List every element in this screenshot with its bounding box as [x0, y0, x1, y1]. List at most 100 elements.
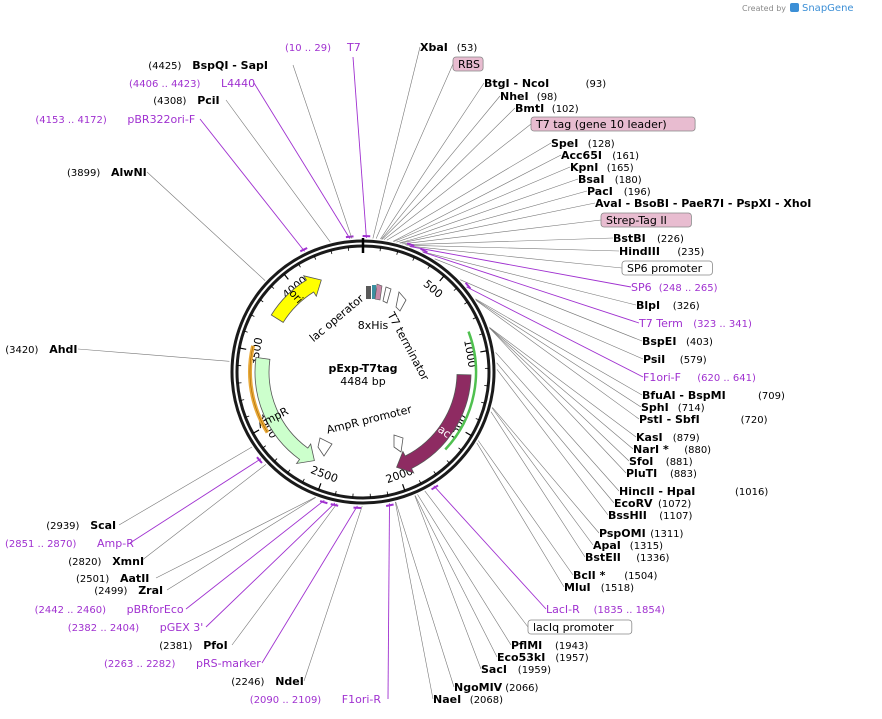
t7-tag-box — [372, 285, 376, 299]
site-bstbi-label[interactable]: BstBI(226) — [613, 232, 684, 245]
site-scai-label[interactable]: ScaI(2939) — [46, 519, 116, 532]
site-amp-r-label[interactable]: Amp-R (2851 .. 2870) — [5, 537, 134, 550]
site-pspomi-name: PspOMI — [599, 527, 646, 540]
site-psti-sbfi-label[interactable]: PstI - SbfI(720) — [639, 413, 768, 426]
site-mlui-connector — [476, 442, 565, 588]
site-ndei-label[interactable]: NdeI(2246) — [231, 675, 304, 688]
site-rbs-connector — [375, 63, 454, 239]
site-kasi-label[interactable]: KasI(879) — [636, 431, 700, 444]
site-t7-tag-gene-10-leader-label[interactable]: T7 tag (gene 10 leader) — [530, 116, 696, 132]
site-bsai-position: (180) — [615, 175, 642, 186]
site-mlui-label[interactable]: MluI(1518) — [564, 581, 634, 594]
site-laciq-promoter-label[interactable]: lacIq promoter — [527, 619, 633, 635]
scale-tick — [262, 445, 267, 449]
site-strep-tag-ii-label[interactable]: Strep-Tag II — [600, 212, 692, 228]
site-avai-bsobi-paer7i-pspxi-xhoi-label[interactable]: AvaI - BsoBI - PaeR7I - PspXI - XhoI(200… — [595, 197, 882, 210]
site-bcli-name: BclI * — [573, 569, 606, 582]
site-bspei-label[interactable]: BspEI(403) — [642, 335, 713, 348]
watermark: Created by SnapGene — [742, 3, 854, 14]
site-saci-label[interactable]: SacI(1959) — [481, 663, 551, 676]
site-hincii-hpai-label[interactable]: HincII - HpaI(1016) — [619, 485, 768, 498]
site-prs-marker-label[interactable]: pRS-marker(2263 .. 2282) — [104, 657, 261, 670]
site-spei-label[interactable]: SpeI(128) — [551, 137, 615, 150]
site-kpni-label[interactable]: KpnI(165) — [570, 161, 634, 174]
site-pfoi-name: PfoI — [203, 639, 228, 652]
site-bsai-label[interactable]: BsaI(180) — [578, 173, 642, 186]
site-pflmi-label[interactable]: PflMI(1943) — [511, 639, 588, 652]
site-pfoi-label[interactable]: PfoI(2381) — [159, 639, 228, 652]
site-f1ori-r-label[interactable]: F1ori-R(2090 .. 2109) — [250, 693, 382, 706]
site-laci-r-connector — [433, 485, 547, 610]
site-aatii-label[interactable]: AatII(2501) — [76, 572, 149, 585]
site-bcli-label[interactable]: BclI *(1504) — [573, 569, 658, 582]
site-sp6-promoter-connector — [408, 245, 623, 269]
site-sp6-label[interactable]: SP6(248 .. 265) — [631, 281, 718, 294]
site-spei-connector — [386, 142, 552, 241]
site-saci-connector — [414, 495, 482, 670]
site-pbrforeco-label[interactable]: pBRforEco(2442 .. 2460) — [35, 603, 184, 616]
site-hindiii-position: (235) — [677, 247, 704, 258]
site-amp-r-name: Amp-R — [97, 537, 134, 550]
site-pcii-label[interactable]: PciI(4308) — [153, 94, 219, 107]
site-btgi-ncoi-label[interactable]: BtgI - NcoI(93) — [484, 77, 606, 90]
site-prs-marker-name: pRS-marker — [196, 657, 261, 670]
scale-tick — [334, 490, 337, 496]
site-pgex-3-label[interactable]: pGEX 3'(2382 .. 2404) — [68, 621, 204, 634]
site-amp-r-position: (2851 .. 2870) — [5, 539, 77, 550]
site-pgex-3-position: (2382 .. 2404) — [68, 623, 140, 634]
site-rbs-label[interactable]: RBS — [452, 56, 484, 72]
site-ecorv-label[interactable]: EcoRV(1072) — [614, 497, 691, 510]
site-ngomiv-label[interactable]: NgoMIV(2066) — [454, 681, 539, 694]
site-bspqi-sapi-label[interactable]: BspQI - SapI(4425) — [148, 59, 268, 72]
site-bspqi-sapi-connector — [292, 64, 353, 239]
site-xmni-label[interactable]: XmnI(2820) — [68, 555, 144, 568]
site-l4440-label[interactable]: L4440(4406 .. 4423) — [129, 77, 255, 90]
site-sfoi-label[interactable]: SfoI(881) — [629, 455, 693, 468]
site-pflmi-position: (1943) — [555, 641, 588, 652]
site-bcli-connector — [477, 440, 574, 576]
site-bsshii-label[interactable]: BssHII(1107) — [608, 509, 693, 522]
site-pspomi-label[interactable]: PspOMI(1311) — [599, 527, 684, 540]
site-hindiii-label[interactable]: HindIII(235) — [619, 245, 704, 258]
site-psii-label[interactable]: PsiI(579) — [643, 353, 707, 366]
site-ahdi-label[interactable]: AhdI(3420) — [5, 343, 77, 356]
site-naei-connector — [395, 501, 434, 700]
site-alwni-label[interactable]: AlwNI(3899) — [67, 166, 147, 179]
site-apai-label[interactable]: ApaI(1315) — [593, 539, 663, 552]
site-pluti-name: PluTI — [626, 467, 657, 480]
site-avai-bsobi-paer7i-pspxi-xhoi-name: AvaI - BsoBI - PaeR7I - PspXI - XhoI — [595, 197, 811, 210]
site-zrai-label[interactable]: ZraI(2499) — [94, 584, 163, 597]
site-blpi-position: (326) — [673, 301, 700, 312]
site-bsteii-label[interactable]: BstEII(1336) — [585, 551, 670, 564]
site-blpi-connector — [422, 251, 637, 306]
site-sphi-label[interactable]: SphI(714) — [641, 401, 705, 414]
site-bmti-label[interactable]: BmtI(102) — [515, 102, 579, 115]
site-bfuai-bspmi-label[interactable]: BfuAI - BspMI(709) — [642, 389, 785, 402]
scale-tick — [243, 330, 248, 333]
site-sphi-name: SphI — [641, 401, 669, 414]
site-eco53ki-label[interactable]: Eco53kI(1957) — [497, 651, 589, 664]
site-blpi-label[interactable]: BlpI(326) — [636, 299, 700, 312]
site-nhei-connector — [381, 95, 501, 240]
site-f1ori-f-label[interactable]: F1ori-F(620 .. 641) — [643, 371, 756, 384]
site-nhei-label[interactable]: NheI(98) — [500, 90, 557, 103]
site-pbr322ori-f-label[interactable]: pBR322ori-F(4153 .. 4172) — [35, 113, 195, 126]
site-pluti-label[interactable]: PluTI(883) — [626, 467, 697, 480]
site-nari-label[interactable]: NarI *(880) — [633, 443, 711, 456]
site-laci-r-label[interactable]: LacI-R(1835 .. 1854) — [546, 603, 665, 616]
site-kasi-name: KasI — [636, 431, 663, 444]
scale-tick — [313, 255, 317, 260]
site-naei-label[interactable]: NaeI(2068) — [433, 693, 503, 706]
site-xbai-label[interactable]: XbaI(53) — [420, 41, 477, 54]
site-t7-term-label[interactable]: T7 Term(323 .. 341) — [638, 317, 752, 330]
site-t7-label[interactable]: T7(10 .. 29) — [285, 41, 361, 54]
site-acc65i-label[interactable]: Acc65I(161) — [561, 149, 639, 162]
feature-ampr-arrow — [254, 356, 315, 465]
site-bspei-connector — [434, 258, 643, 342]
site-paci-label[interactable]: PacI(196) — [587, 185, 651, 198]
site-sp6-promoter-label[interactable]: SP6 promoter — [621, 260, 713, 276]
site-bfuai-bspmi-position: (709) — [758, 391, 785, 402]
scale-tick — [240, 399, 245, 401]
